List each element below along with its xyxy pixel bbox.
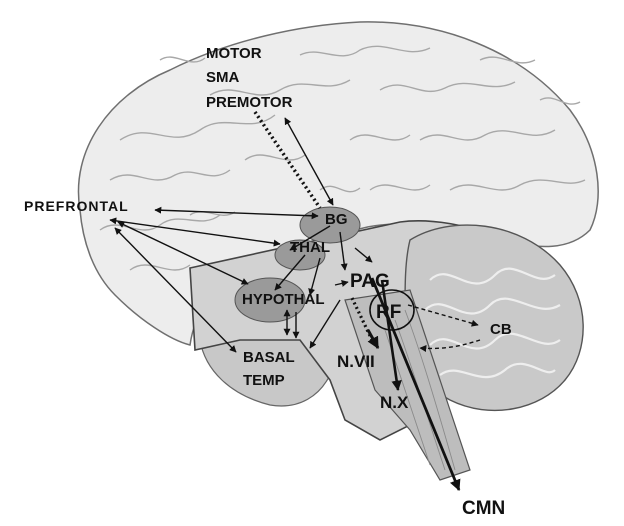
label-temp: TEMP	[243, 373, 285, 388]
label-prefrontal: PREFRONTAL	[24, 199, 129, 213]
label-n-vii: N.VII	[337, 353, 375, 370]
label-rf: RF	[376, 303, 401, 322]
label-basal: BASAL	[243, 350, 295, 365]
label-sma: SMA	[206, 70, 239, 85]
label-motor: MOTOR	[206, 46, 262, 61]
label-cmn: CMN	[462, 499, 505, 518]
label-pag: PAG	[350, 272, 390, 291]
label-thal: THAL	[290, 240, 330, 255]
label-cb: CB	[490, 322, 512, 337]
label-n-x: N.X	[380, 394, 408, 411]
label-premotor: PREMOTOR	[206, 95, 292, 110]
label-bg: BG	[325, 212, 348, 227]
label-hypothal: HYPOTHAL	[242, 292, 325, 307]
